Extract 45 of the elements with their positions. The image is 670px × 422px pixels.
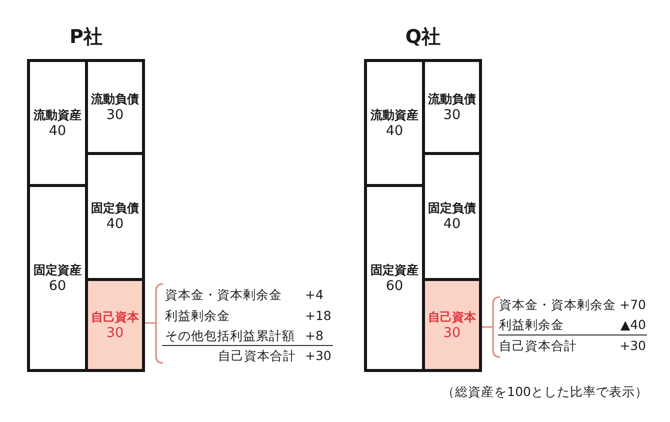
balance-cell: [422, 59, 482, 155]
cell-value: 40: [106, 216, 124, 233]
company-title: P社: [70, 26, 102, 48]
row-label: 資本金・資本剰余金: [165, 288, 282, 302]
cell-label: 流動負債: [91, 90, 139, 106]
cell-value: 30: [443, 106, 461, 124]
cell-value: 40: [443, 216, 461, 233]
balance-cell: [27, 184, 88, 372]
row-label: 資本金・資本剰余金: [499, 298, 616, 312]
row-label: その他包括利益累計額: [165, 329, 295, 343]
cell-value: 40: [386, 122, 404, 140]
amount: +30: [305, 349, 332, 363]
cell-label: 自己資本: [428, 308, 476, 324]
cell-value: 40: [48, 122, 66, 140]
amount: ▲40: [620, 318, 646, 332]
cell-value: 60: [48, 278, 66, 294]
cell-value: 60: [386, 278, 404, 294]
cell-label: 自己資本: [91, 308, 139, 324]
balance-cell: [364, 59, 425, 187]
cell-value: 30: [106, 106, 124, 124]
balance-cell: [364, 184, 425, 372]
cell-label: 流動資産: [34, 106, 82, 122]
balance-cell: [85, 59, 145, 155]
total-label: 自己資本合計: [218, 349, 296, 363]
equity-cell: [422, 278, 482, 372]
cell-label: 固定資産: [370, 262, 418, 278]
total-label: 自己資本合計: [499, 339, 577, 353]
cell-label: 固定負債: [428, 200, 476, 216]
row-label: 利益剰余金: [499, 318, 564, 332]
row-label: 利益剰余金: [165, 309, 230, 323]
company-title: Q社: [405, 26, 441, 48]
amount: +8: [305, 329, 324, 343]
equity-cell: [85, 278, 145, 372]
amount: +4: [305, 288, 324, 302]
cell-label: 流動資産: [370, 106, 418, 122]
amount: +70: [620, 298, 646, 312]
cell-label: 固定負債: [91, 200, 139, 216]
cell-label: 固定資産: [34, 262, 82, 278]
cell-label: 流動負債: [428, 90, 476, 106]
amount: +18: [305, 309, 332, 323]
cell-value: 30: [443, 324, 461, 342]
amount: +30: [620, 339, 646, 353]
balance-cell: [27, 59, 88, 187]
note-text: （総資産を100とした比率で表示）: [442, 385, 648, 399]
cell-value: 30: [106, 324, 124, 342]
